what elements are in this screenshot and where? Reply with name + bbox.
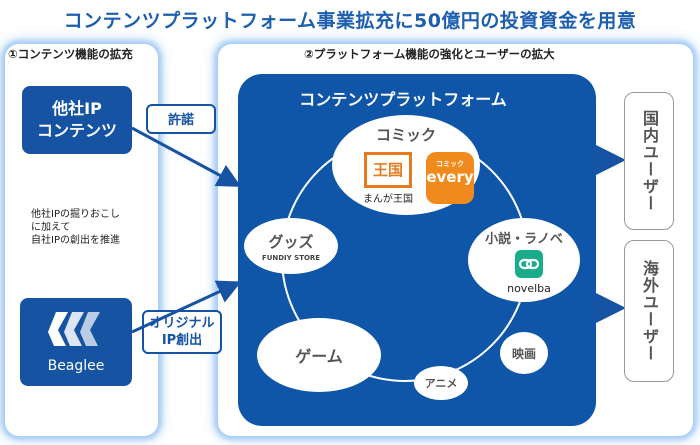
comic-every-small: コミック — [436, 160, 464, 168]
content-expansion-heading: ①コンテンツ機能の拡充 — [8, 47, 133, 61]
original-ip-line2: IP創出 — [161, 333, 203, 348]
anime-label: アニメ — [424, 377, 458, 390]
anime-node: アニメ — [414, 366, 468, 400]
manga-oukoku-glyph: 王国 — [364, 152, 412, 188]
overseas-users-label: 海外ユーザー — [640, 260, 659, 362]
original-ip-tag: オリジナル IP創出 — [142, 310, 222, 354]
goods-sub-label: FUNDIY STORE — [261, 253, 321, 262]
page-title: コンテンツプラットフォーム事業拡充に50億円の投資資金を用意 — [63, 10, 637, 32]
novelba-label: novelba — [507, 282, 551, 295]
link-icon — [518, 258, 540, 270]
comic-every-big: every — [426, 168, 474, 186]
platform-expansion-heading: ②プラットフォーム機能の強化とユーザーの拡大 — [304, 47, 555, 61]
other-company-ip-line2: コンテンツ — [36, 121, 117, 140]
movie-node: 映画 — [500, 332, 548, 374]
license-arrow — [131, 126, 242, 187]
movie-label: 映画 — [511, 346, 536, 361]
game-node: ゲーム — [257, 318, 381, 392]
comic-label: コミック — [375, 126, 436, 144]
manga-oukoku-label: まんが王国 — [363, 194, 413, 205]
beaglee-logo: Beaglee — [20, 298, 132, 386]
license-tag: 許諾 — [146, 104, 216, 134]
manga-oukoku-logo: 王国 まんが王国 — [360, 152, 416, 208]
ip-strategy-description: 他社IPの掘りおこし に加えて 自社IPの創出を推進 — [31, 209, 120, 246]
goods-node: グッズ FUNDIY STORE — [244, 218, 338, 274]
novel-label: 小説・ラノベ — [485, 232, 563, 247]
domestic-users-label: 国内ユーザー — [640, 110, 659, 212]
beaglee-logo-text: Beaglee — [47, 358, 105, 374]
beaglee-mark-icon — [48, 312, 100, 346]
goods-label: グッズ — [268, 232, 314, 251]
comic-every-logo: コミック every — [426, 152, 474, 204]
content-platform-title: コンテンツプラットフォーム — [299, 90, 507, 109]
original-ip-line1: オリジナル — [149, 316, 215, 331]
novelba-app-icon — [515, 250, 543, 278]
other-company-ip-line1: 他社IP — [52, 99, 102, 118]
overseas-users-box: 海外ユーザー — [624, 240, 674, 382]
original-ip-arrow — [131, 280, 242, 334]
game-label: ゲーム — [295, 347, 343, 366]
domestic-users-box: 国内ユーザー — [624, 92, 674, 230]
other-company-ip-box: 他社IP コンテンツ — [22, 86, 132, 154]
